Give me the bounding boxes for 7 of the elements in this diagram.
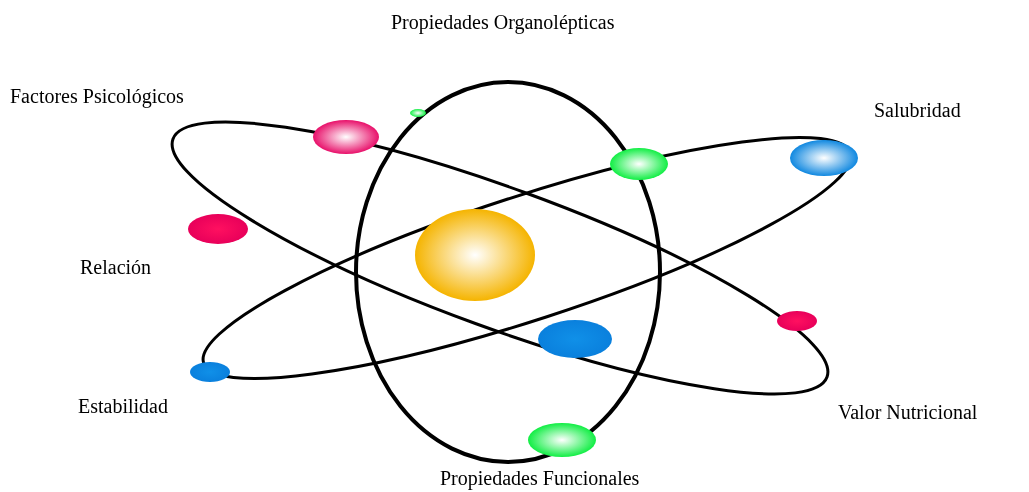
orbit-label: Relación [80,255,152,279]
orbit-label: Estabilidad [78,394,168,418]
orbit-label: Propiedades Organolépticas [391,10,615,34]
orbit-label: Factores Psicológicos [10,84,184,108]
orbit-label: Salubridad [874,98,961,122]
orbit-label: Propiedades Funcionales [440,466,640,490]
orbit-label: Valor Nutricional [838,400,978,424]
